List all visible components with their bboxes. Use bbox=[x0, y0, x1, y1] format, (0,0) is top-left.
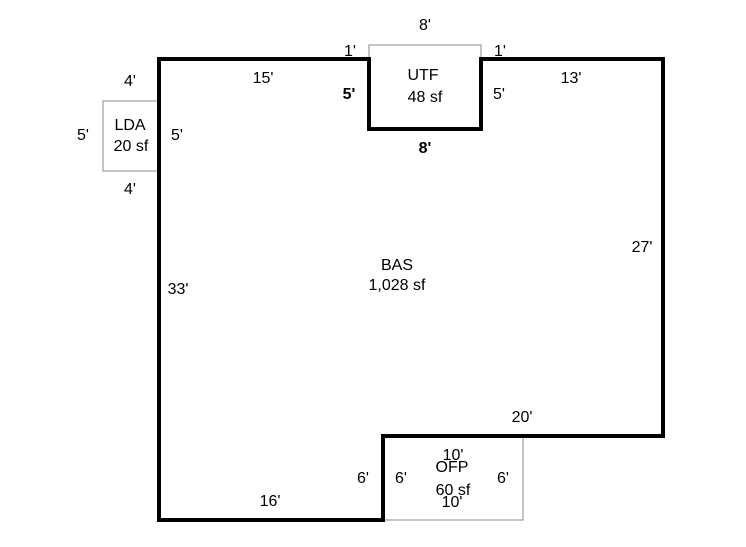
dim-lda-outer: 5' bbox=[77, 127, 89, 144]
utf-area: 48 sf bbox=[408, 89, 443, 106]
lda-code: LDA bbox=[114, 117, 145, 134]
dim-lda-bottom: 4' bbox=[124, 181, 136, 198]
lda-outline bbox=[102, 100, 160, 172]
dim-ofp-right: 6' bbox=[497, 470, 509, 487]
utf-code: UTF bbox=[407, 67, 438, 84]
utf-outline bbox=[368, 44, 482, 130]
dim-bas-top-left: 15' bbox=[253, 70, 274, 87]
dim-bas-step: 20' bbox=[512, 409, 533, 426]
lda-area: 20 sf bbox=[114, 138, 149, 155]
dim-utf-top: 8' bbox=[419, 17, 431, 34]
dim-lda-top: 4' bbox=[124, 73, 136, 90]
bas-outline bbox=[157, 57, 665, 522]
dim-utf-right-offset: 1' bbox=[494, 43, 506, 60]
dim-utf-left-offset: 1' bbox=[344, 43, 356, 60]
dim-ofp-left: 6' bbox=[395, 470, 407, 487]
dim-ofp-top: 10' bbox=[443, 447, 464, 464]
ofp-area: 60 sf bbox=[436, 482, 471, 499]
dim-bas-step-drop: 6' bbox=[357, 470, 369, 487]
bas-area: 1,028 sf bbox=[369, 277, 426, 294]
dim-utf-bottom: 8' bbox=[419, 140, 432, 157]
dim-utf-right-depth: 5' bbox=[493, 86, 505, 103]
dim-bas-bottom: 16' bbox=[260, 493, 281, 510]
dim-bas-right: 27' bbox=[632, 239, 653, 256]
dim-bas-top-right: 13' bbox=[561, 70, 582, 87]
ofp-code: OFP bbox=[436, 459, 469, 476]
dim-ofp-bottom: 10' bbox=[442, 494, 463, 511]
dim-bas-left: 33' bbox=[168, 281, 189, 298]
dim-utf-left-depth: 5' bbox=[343, 86, 356, 103]
dim-lda-inner: 5' bbox=[171, 127, 183, 144]
bas-code: BAS bbox=[381, 257, 413, 274]
